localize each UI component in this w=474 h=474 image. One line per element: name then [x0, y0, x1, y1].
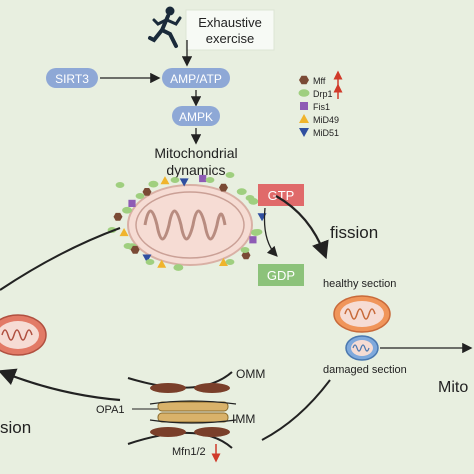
omm-label: OMM	[236, 367, 265, 381]
legend-item-label: Drp1	[313, 89, 333, 99]
ampk-pill	[172, 106, 220, 126]
mfn-label: Mfn1/2	[172, 446, 206, 458]
fusion-arrow	[0, 368, 121, 402]
dynamics-label-line2: dynamics	[166, 162, 225, 178]
ellipse-icon	[145, 259, 155, 265]
hexagon-icon	[241, 251, 251, 260]
hexagon-icon	[142, 188, 152, 196]
exercise-label-line2: exercise	[206, 31, 254, 46]
sirt3-label: SIRT3	[55, 72, 89, 86]
damaged-return-arc	[261, 379, 331, 441]
ampk-label: AMPK	[179, 110, 213, 124]
square-icon	[249, 236, 257, 244]
gtp-box	[258, 184, 304, 206]
hexagon-icon	[130, 245, 140, 254]
damaged-mitochondrion	[345, 335, 379, 361]
ellipse-icon	[240, 247, 250, 253]
ampatp-label: AMP/ATP	[170, 72, 222, 86]
central-mitochondrion	[127, 184, 253, 266]
mitophagy-label-partial: Mito	[438, 379, 468, 396]
triangle-up-icon	[160, 176, 170, 185]
hexagon-icon	[219, 183, 228, 192]
gtp-label: GTP	[268, 188, 295, 203]
triangle-up-icon	[299, 114, 309, 123]
healthy-section-label: healthy section	[323, 278, 396, 290]
ellipse-icon	[170, 177, 180, 183]
runner-icon	[148, 6, 182, 48]
legend-item-label: MiD49	[313, 115, 339, 125]
hexagon-icon	[299, 75, 309, 85]
dynamics-label-line1: Mitochondrial	[154, 145, 237, 161]
hexagon-icon	[113, 212, 123, 221]
ellipse-icon	[205, 177, 215, 183]
damaged-section-label: damaged section	[323, 364, 407, 376]
healthy-mitochondrion	[333, 295, 391, 333]
ampatp-pill	[162, 68, 230, 88]
ellipse-icon	[123, 243, 133, 249]
fission-label: fission	[330, 223, 378, 242]
sirt3-pill	[46, 68, 98, 88]
triangle-up-icon	[119, 228, 129, 237]
exercise-label-line1: Exhaustive	[198, 15, 262, 30]
ellipse-icon	[115, 182, 125, 188]
ellipse-icon	[148, 180, 159, 188]
triangle-up-icon	[218, 257, 228, 267]
fusion-membranes	[127, 371, 237, 449]
arrow-gtp-to-gdp	[263, 207, 278, 257]
triangle-down-icon	[142, 254, 152, 263]
square-icon	[199, 174, 207, 183]
ellipse-icon	[236, 188, 247, 195]
left-mitochondrion	[0, 314, 47, 356]
triangle-down-icon	[179, 178, 189, 187]
fusion-label-partial: sion	[0, 418, 31, 437]
ellipse-icon	[122, 206, 133, 214]
ellipse-icon	[298, 89, 310, 97]
ellipse-icon	[253, 229, 263, 235]
ellipse-icon	[135, 193, 145, 199]
fission-arrow	[275, 195, 329, 260]
legend-item-label: Mff	[313, 76, 326, 86]
legend-item-label: Fis1	[313, 102, 330, 112]
ellipse-icon	[225, 172, 235, 178]
ellipse-icon	[173, 264, 184, 271]
surface-proteins	[107, 172, 267, 271]
opa1-label: OPA1	[96, 404, 125, 416]
triangle-down-icon	[299, 128, 309, 137]
gdp-box	[258, 264, 304, 286]
square-icon	[300, 102, 308, 110]
triangle-up-icon	[157, 259, 167, 268]
exercise-box	[185, 9, 275, 51]
imm-label: IMM	[232, 412, 255, 426]
gdp-label: GDP	[267, 268, 295, 283]
fusion-return-arc	[0, 227, 121, 291]
ellipse-icon	[225, 259, 235, 265]
square-icon	[128, 199, 136, 207]
legend-item-label: MiD51	[313, 128, 339, 138]
ellipse-icon	[245, 195, 255, 201]
